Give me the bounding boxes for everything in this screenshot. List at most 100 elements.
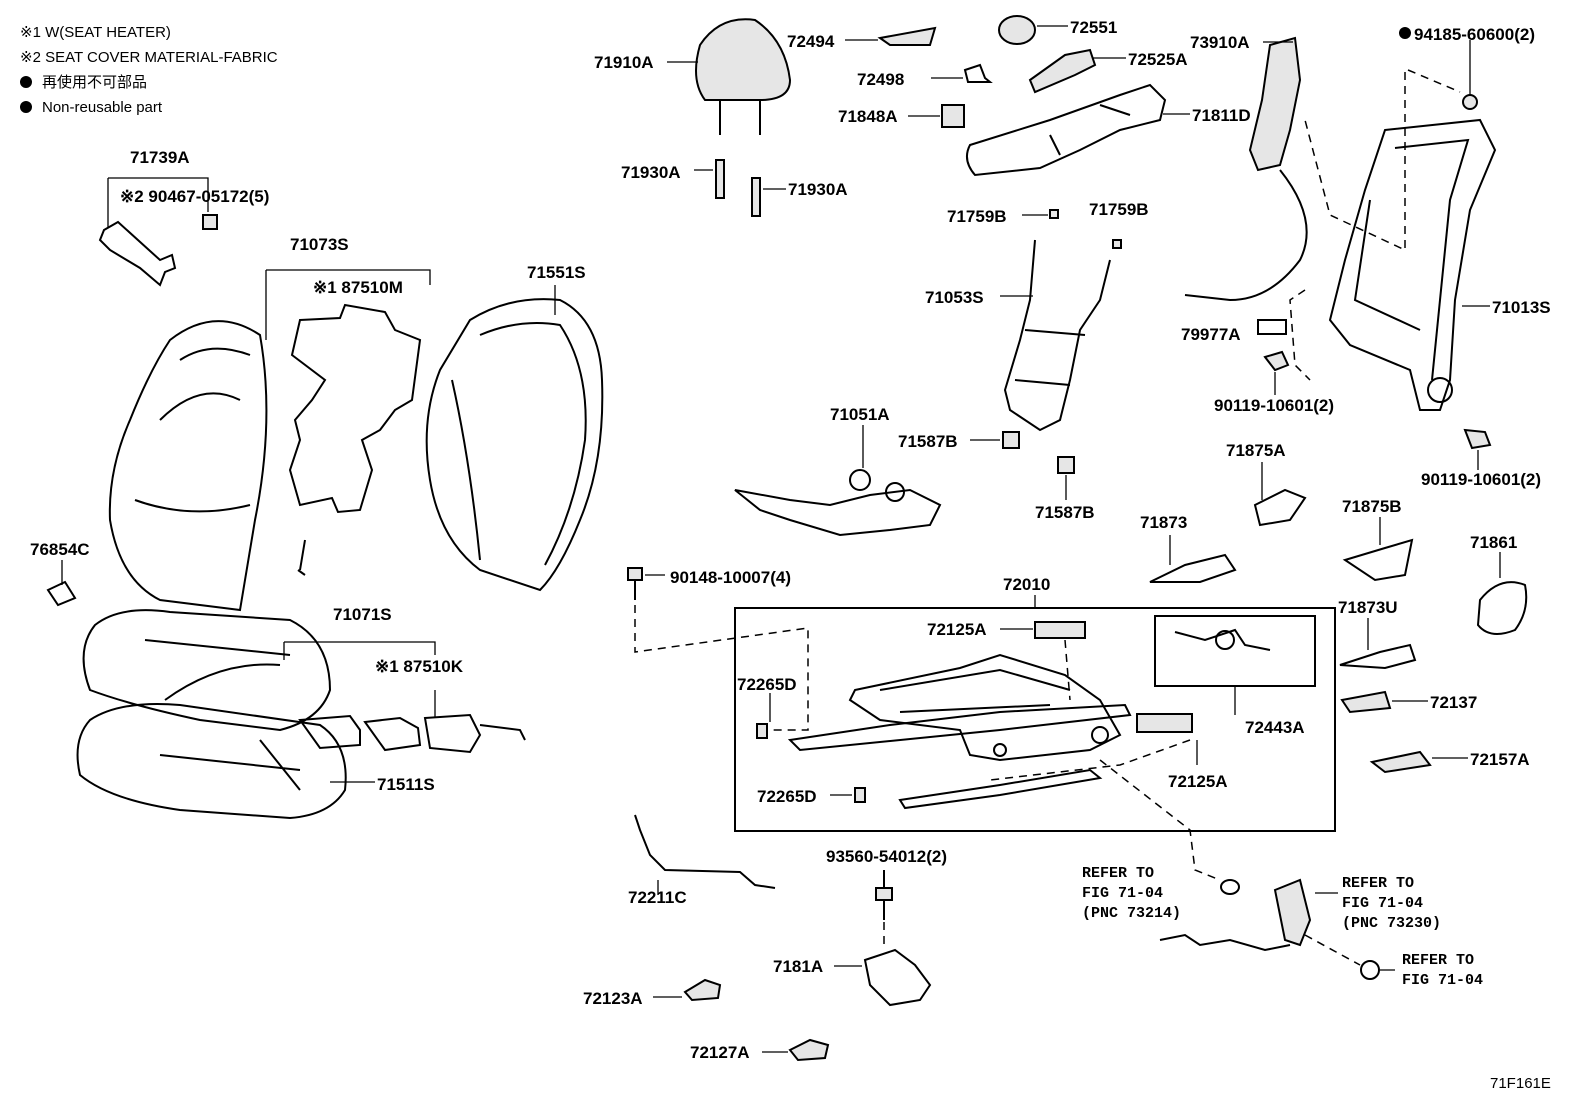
label-7181A: 7181A	[773, 957, 823, 976]
label-71759B-2: 71759B	[1089, 200, 1149, 219]
label-72211C: 72211C	[628, 888, 687, 907]
group-72010-adjuster	[734, 595, 1336, 832]
label-90119-10601-2: 90119-10601(2)	[1421, 470, 1541, 489]
label-90467-05172: ※2 90467-05172(5)	[120, 187, 269, 206]
label-71013S: 71013S	[1492, 298, 1551, 317]
part-93560-screw	[875, 870, 893, 920]
legend-note-2: ※2 SEAT COVER MATERIAL-FABRIC	[20, 49, 278, 66]
refer-3-line-2: FIG 71-04	[1402, 972, 1483, 989]
part-72211C-wire	[634, 814, 776, 895]
label-72494: 72494	[787, 32, 835, 51]
part-lumbar-71053S	[1000, 209, 1122, 432]
part-71051A	[734, 425, 942, 537]
label-72551: 72551	[1070, 18, 1117, 37]
label-71930A-1: 71930A	[621, 163, 681, 182]
part-seat-cushion-pad	[76, 703, 375, 820]
part-seat-belt-refer	[1099, 759, 1395, 980]
label-72157A: 72157A	[1470, 750, 1530, 769]
label-71073S: 71073S	[290, 235, 349, 254]
label-71910A: 71910A	[594, 53, 654, 72]
label-72010: 72010	[1003, 575, 1050, 594]
label-71551S: 71551S	[527, 263, 586, 282]
label-71511S: 71511S	[377, 775, 435, 794]
part-72127A	[762, 1038, 830, 1062]
label-79977A: 79977A	[1181, 325, 1241, 344]
bullet-icon	[20, 101, 32, 113]
part-71587B-clips	[970, 431, 1075, 500]
label-72137: 72137	[1430, 693, 1477, 712]
refer-1-line-1: REFER TO	[1082, 865, 1154, 882]
part-71875A	[1253, 462, 1307, 527]
label-71587B-1: 71587B	[898, 432, 958, 451]
part-71875B	[1342, 517, 1414, 582]
part-94185-nut	[1399, 27, 1478, 110]
legend: ※1 W(SEAT HEATER) ※2 SEAT COVER MATERIAL…	[20, 20, 278, 120]
part-72123A	[653, 978, 722, 1002]
label-71759B-1: 71759B	[947, 207, 1007, 226]
legend-jp: 再使用不可部品	[20, 70, 278, 95]
part-79977A-label	[1257, 319, 1287, 335]
label-90119-10601-1: 90119-10601(2)	[1214, 396, 1334, 415]
part-heater-87510M	[288, 303, 422, 576]
part-71848A	[908, 104, 965, 128]
label-71071S: 71071S	[333, 605, 392, 624]
part-72498	[931, 63, 993, 83]
part-71873	[1149, 535, 1237, 583]
legend-jp-text: 再使用不可部品	[42, 74, 148, 91]
label-93560-54012: 93560-54012(2)	[826, 847, 947, 866]
label-72125A-2: 72125A	[1168, 772, 1228, 791]
refer-2-line-1: REFER TO	[1342, 875, 1414, 892]
part-side-airbag-73910A	[1184, 36, 1308, 302]
label-72525A: 72525A	[1128, 50, 1188, 69]
refer-2-line-3: (PNC 73230)	[1342, 915, 1441, 932]
label-71051A: 71051A	[830, 405, 890, 424]
label-72265D-2: 72265D	[757, 787, 817, 806]
part-headrest	[667, 18, 792, 135]
label-87510K: ※1 87510K	[375, 657, 464, 676]
label-71587B-2: 71587B	[1035, 503, 1095, 522]
bullet-icon	[20, 76, 32, 88]
label-71861: 71861	[1470, 533, 1517, 552]
part-90119-bolt-1	[1263, 350, 1290, 395]
refer-1-line-3: (PNC 73214)	[1082, 905, 1181, 922]
part-76854C	[46, 560, 77, 607]
label-72123A: 72123A	[583, 989, 643, 1008]
part-71873U	[1339, 618, 1417, 670]
part-72551-knob	[998, 15, 1068, 45]
legend-en-text: Non-reusable part	[42, 99, 163, 116]
label-72498: 72498	[857, 70, 904, 89]
part-seat-cushion-cover	[82, 609, 436, 732]
label-90148-10007: 90148-10007(4)	[670, 568, 791, 587]
label-71739A: 71739A	[130, 148, 190, 167]
label-71811D: 71811D	[1192, 106, 1251, 125]
figure-code: 71F161E	[1490, 1075, 1551, 1092]
label-71873: 71873	[1140, 513, 1187, 532]
non-reusable-marker-icon	[1399, 27, 1411, 39]
part-72494	[845, 26, 937, 46]
label-72125A-1: 72125A	[927, 620, 987, 639]
part-90148-bolt	[627, 567, 809, 731]
part-heater-87510K	[298, 690, 526, 754]
part-71739A	[98, 177, 218, 287]
part-seat-back-pad	[425, 285, 604, 592]
part-7181A	[834, 922, 932, 1007]
part-72525A-lever	[1028, 48, 1126, 94]
label-71053S: 71053S	[925, 288, 984, 307]
label-71930A-2: 71930A	[788, 180, 848, 199]
part-seat-back-cover	[108, 269, 431, 612]
part-seat-back-frame	[1289, 69, 1497, 411]
refer-2-line-2: FIG 71-04	[1342, 895, 1423, 912]
legend-note-1: ※1 W(SEAT HEATER)	[20, 24, 171, 41]
part-71861-cap	[1476, 552, 1528, 635]
label-71875A: 71875A	[1226, 441, 1286, 460]
label-73910A: 73910A	[1190, 33, 1250, 52]
label-71875B: 71875B	[1342, 497, 1402, 516]
part-90119-bolt-2	[1463, 428, 1492, 470]
refer-3-line-1: REFER TO	[1402, 952, 1474, 969]
part-72137	[1340, 690, 1428, 714]
label-71873U: 71873U	[1338, 598, 1398, 617]
label-72265D-1: 72265D	[737, 675, 797, 694]
refer-1-line-2: FIG 71-04	[1082, 885, 1163, 902]
label-72127A: 72127A	[690, 1043, 750, 1062]
